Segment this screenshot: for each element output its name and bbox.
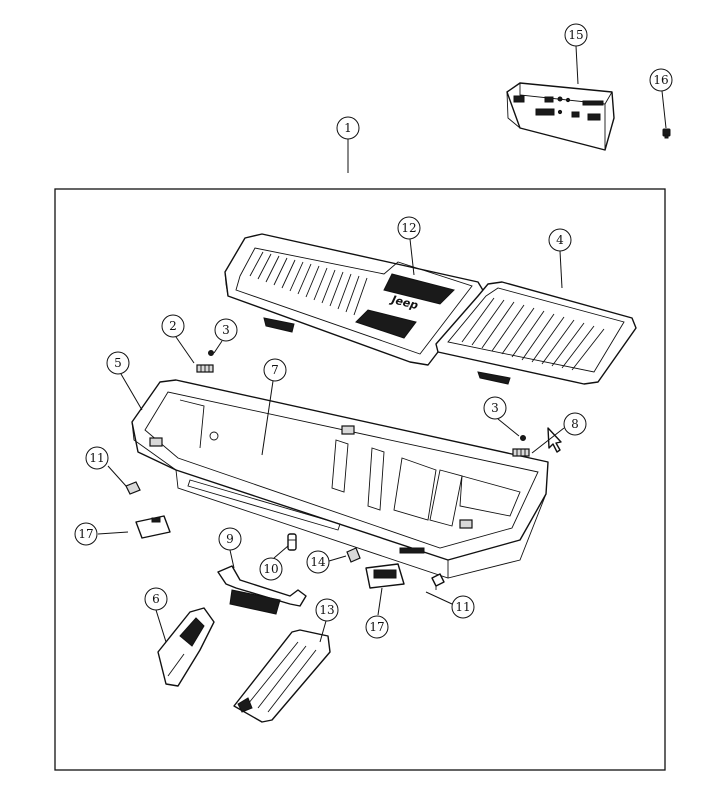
callout-17-left-label: 17 [78, 527, 93, 541]
part-11-clip-right [431, 573, 445, 590]
ribs-right [461, 297, 605, 371]
part-11-clip-left [125, 481, 141, 495]
callout-17-right: 17 [365, 615, 389, 639]
callout-5-label: 5 [114, 356, 122, 370]
callout-11-left-label: 11 [89, 451, 104, 465]
part-8-clip-right [512, 448, 530, 457]
callout-15: 15 [564, 23, 588, 47]
part-10-pin [287, 533, 297, 551]
callout-17-right-label: 17 [369, 620, 384, 634]
callout-13: 13 [315, 598, 339, 622]
part-14-nut [346, 547, 361, 563]
callout-7: 7 [263, 358, 287, 382]
callout-13-label: 13 [319, 603, 334, 617]
assembly-frame [54, 188, 666, 771]
callout-6-label: 6 [152, 592, 160, 606]
callout-3-left-label: 3 [222, 323, 230, 337]
callout-4-label: 4 [556, 233, 564, 247]
callout-2: 2 [161, 314, 185, 338]
ribs-left [249, 251, 368, 316]
part-2-clip-left [196, 364, 214, 373]
callout-3-right-label: 3 [491, 401, 499, 415]
part-13-side-cover [233, 629, 331, 723]
callout-14: 14 [306, 550, 330, 574]
part-4-floor-cover-right [435, 281, 637, 385]
callout-1: 1 [336, 116, 360, 140]
callout-16-label: 16 [653, 73, 668, 87]
part-9-bracket [217, 565, 307, 615]
pointer-marker-icon [547, 427, 562, 453]
part-3-fastener-left [208, 350, 214, 356]
callout-15-label: 15 [568, 28, 583, 42]
part-16-screw [662, 128, 671, 139]
callout-3-right: 3 [483, 396, 507, 420]
part-3-fastener-right [520, 435, 526, 441]
callout-2-label: 2 [169, 319, 177, 333]
callout-9: 9 [218, 527, 242, 551]
callout-12-label: 12 [401, 221, 416, 235]
part-6-side-panel [157, 607, 215, 687]
callout-5: 5 [106, 351, 130, 375]
callout-8: 8 [563, 412, 587, 436]
part-12-floor-cover-left: Jeep [224, 233, 485, 366]
callout-7-label: 7 [271, 363, 279, 377]
callout-11-right-label: 11 [455, 600, 470, 614]
callout-12: 12 [397, 216, 421, 240]
callout-4: 4 [548, 228, 572, 252]
callout-11-right: 11 [451, 595, 475, 619]
callout-1-label: 1 [344, 121, 352, 135]
leader-lines [97, 45, 667, 643]
callout-11-left: 11 [85, 446, 109, 470]
callout-3-left: 3 [214, 318, 238, 342]
callout-6: 6 [144, 587, 168, 611]
callout-10-label: 10 [263, 562, 278, 576]
callout-10: 10 [259, 557, 283, 581]
part-17-latch-right [365, 563, 405, 589]
part-17-latch-left [135, 515, 171, 539]
part-5-storage-tub [131, 379, 549, 579]
callout-16: 16 [649, 68, 673, 92]
callout-9-label: 9 [226, 532, 234, 546]
part-15-control-panel [506, 82, 615, 151]
callout-14-label: 14 [310, 555, 326, 569]
callout-17-left: 17 [74, 522, 98, 546]
callout-8-label: 8 [571, 417, 579, 431]
